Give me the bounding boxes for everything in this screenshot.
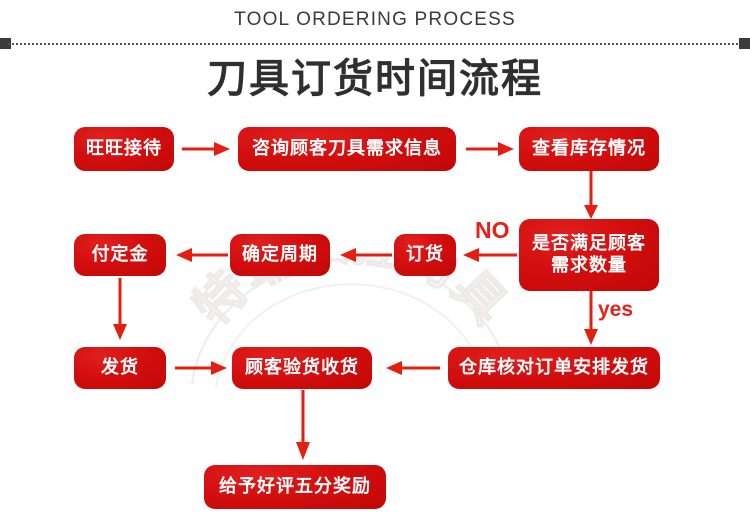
- node-decision-sufficient-stock[interactable]: 是否满足顾客 需求数量: [519, 219, 659, 291]
- node-give-five-star-review-reward[interactable]: 给予好评五分奖励: [204, 465, 386, 509]
- divider-cap-left: [0, 38, 11, 49]
- english-title: TOOL ORDERING PROCESS: [234, 9, 516, 30]
- arrow-n6-to-n7: [172, 246, 228, 264]
- node-warehouse-verify-arrange-shipment[interactable]: 仓库核对订单安排发货: [448, 347, 660, 389]
- header-divider: [0, 38, 750, 50]
- arrow-n4-to-n5-no: [459, 246, 517, 264]
- branch-label-no: NO: [475, 217, 510, 243]
- decision-line-2: 需求数量: [551, 255, 627, 275]
- node-pay-deposit[interactable]: 付定金: [74, 234, 166, 276]
- node-consult-customer-requirements[interactable]: 咨询顾客刀具需求信息: [238, 127, 456, 171]
- arrow-n4-to-n10-yes: [582, 291, 600, 345]
- divider-cap-right: [739, 38, 750, 49]
- arrow-n9-to-n11: [294, 390, 312, 460]
- arrow-n5-to-n6: [336, 246, 392, 264]
- decision-line-1: 是否满足顾客: [532, 233, 646, 254]
- node-wangwang-reception[interactable]: 旺旺接待: [74, 127, 174, 171]
- branch-label-yes: yes: [598, 298, 634, 321]
- arrow-n7-to-n8: [111, 278, 129, 340]
- arrow-n3-to-n4: [582, 171, 600, 219]
- node-place-order[interactable]: 订货: [394, 234, 456, 276]
- node-confirm-cycle[interactable]: 确定周期: [230, 234, 330, 276]
- node-ship-goods[interactable]: 发货: [74, 347, 166, 389]
- arrow-n1-to-n2: [182, 140, 230, 158]
- node-check-inventory[interactable]: 查看库存情况: [519, 127, 659, 171]
- arrow-n10-to-n9: [382, 359, 440, 377]
- page-title: 刀具订货时间流程: [207, 57, 543, 101]
- arrow-n8-to-n9: [175, 359, 227, 377]
- arrow-n2-to-n3: [466, 140, 514, 158]
- divider-line: [8, 43, 742, 45]
- node-customer-inspect-receive[interactable]: 顾客验货收货: [232, 347, 372, 389]
